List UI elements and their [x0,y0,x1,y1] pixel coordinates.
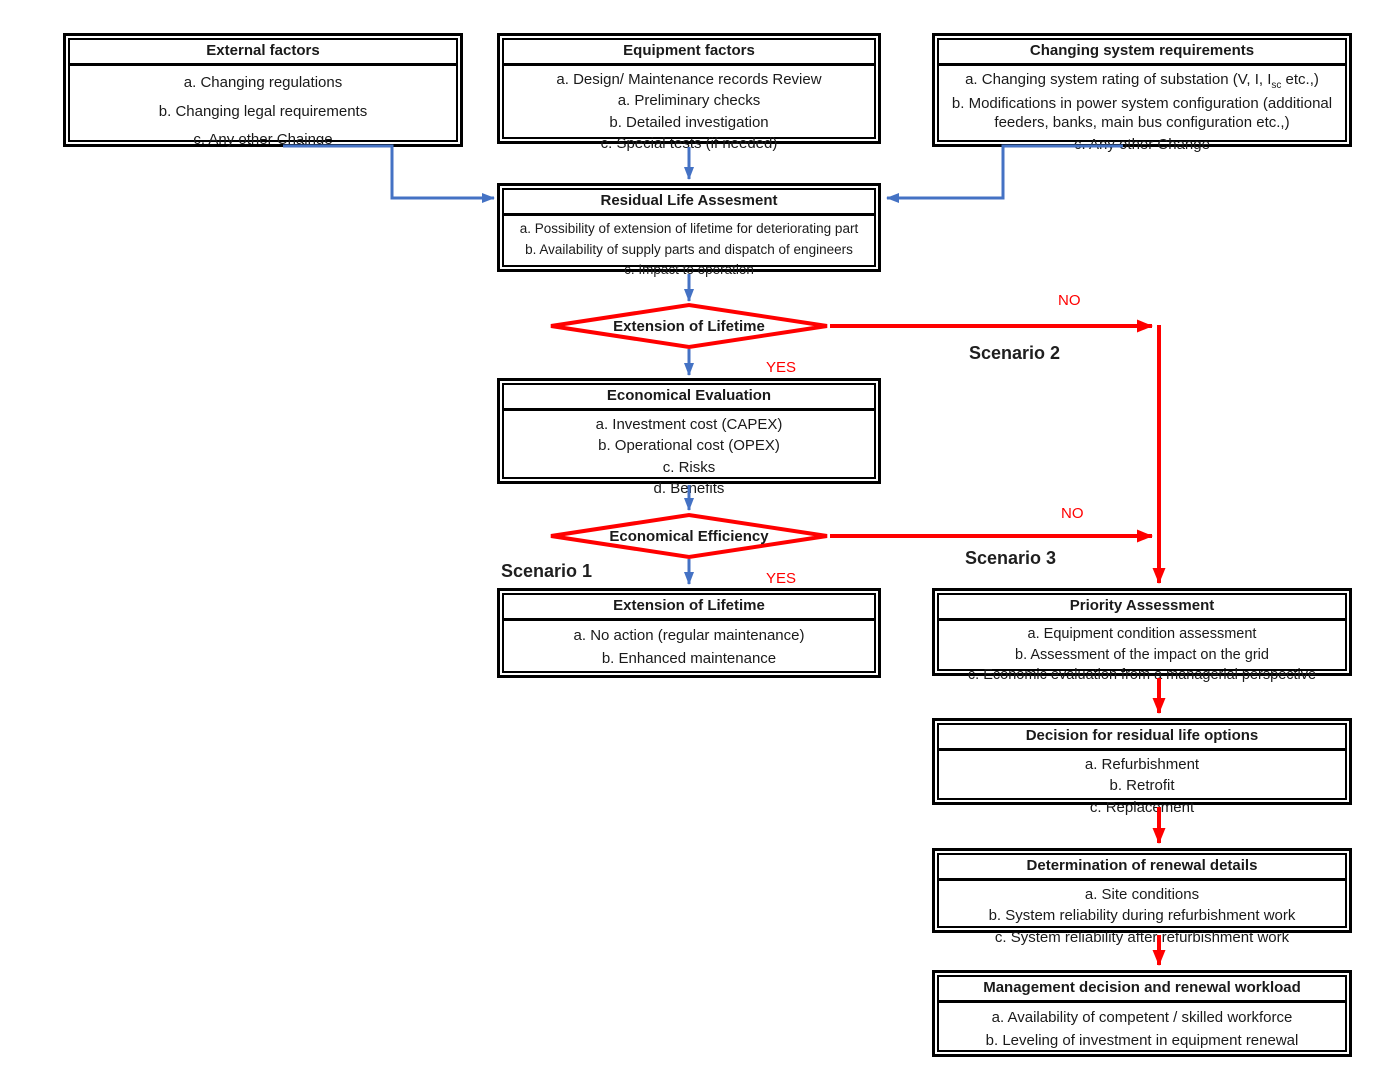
box-decision-residual-life-options: Decision for residual life options a. Re… [932,718,1352,816]
box-item: a. Equipment condition assessment [1027,625,1257,642]
label-yes-efficiency: YES [766,570,797,587]
box-item: c. Replacement [1089,798,1195,816]
label-no-efficiency: NO [1061,505,1084,522]
box-item: b. Enhanced maintenance [601,650,777,668]
box-frame: Determination of renewal details a. Site… [937,853,1347,946]
box-item: b. Operational cost (OPEX) [598,437,780,455]
box-frame: Extension of Lifetime a. No action (regu… [502,593,876,673]
box-equipment-factors: Equipment factors a. Design/ Maintenance… [497,33,881,152]
box-frame: Equipment factors a. Design/ Maintenance… [502,38,876,152]
box-item: a. Site conditions [1084,885,1200,903]
box-body: a. Changing regulations b. Changing legal… [70,66,456,157]
box-frame: Decision for residual life options a. Re… [937,723,1347,816]
box-body: a. No action (regular maintenance) b. Enh… [504,621,874,673]
box-title: Economical Evaluation [504,385,874,411]
box-frame: Economical Evaluation a. Investment cost… [502,383,876,497]
box-priority-assessment: Priority Assessment a. Equipment conditi… [932,588,1352,683]
label-scenario-2: Scenario 2 [969,343,1061,363]
box-body: a. Possibility of extension of lifetime … [504,216,874,283]
box-item: b. Modifications in power system configu… [951,94,1333,132]
diamond-label-extension: Extension of Lifetime [613,317,765,335]
box-title: External factors [70,40,456,66]
diamond-label-efficiency: Economical Efficiency [609,527,769,545]
box-determination-renewal-details: Determination of renewal details a. Site… [932,848,1352,946]
box-item: c. Special tests (if needed) [600,135,778,153]
box-frame: Priority Assessment a. Equipment conditi… [937,593,1347,683]
box-item: c. Impact to operation [624,262,754,278]
box-body: a. Design/ Maintenance records Review a. … [504,66,874,157]
box-title: Decision for residual life options [939,725,1345,751]
box-title: Extension of Lifetime [504,595,874,621]
label-yes-extension: YES [766,359,797,376]
box-item: a. Preliminary checks [617,92,761,110]
box-item: a. Investment cost (CAPEX) [595,415,783,433]
box-item: c. Economic evaluation from a managerial… [967,667,1317,684]
box-item: a. Changing regulations [183,74,343,92]
box-item: c. Risks [662,458,716,476]
box-item: c. Any other Chainge [193,131,333,149]
box-title: Determination of renewal details [939,855,1345,881]
box-title: Changing system requirements [939,40,1345,66]
box-body: a. Changing system rating of substation … [939,66,1345,158]
box-economical-evaluation: Economical Evaluation a. Investment cost… [497,378,881,497]
box-item: a. No action (regular maintenance) [573,626,805,644]
box-item: c. System reliability after refurbishmen… [994,928,1290,946]
box-item: b. Assessment of the impact on the grid [1015,646,1269,663]
box-frame: Changing system requirements a. Changing… [937,38,1347,153]
box-item: b. Retrofit [1109,777,1175,795]
box-item: b. System reliability during refurbishme… [988,907,1296,925]
box-item: a. Changing system rating of substation … [965,70,1319,91]
box-body: a. Site conditions b. System reliability … [939,881,1345,951]
box-body: a. Equipment condition assessment b. Asse… [939,621,1345,689]
box-title: Management decision and renewal workload [939,977,1345,1003]
label-scenario-3: Scenario 3 [965,548,1057,568]
box-item: b. Changing legal requirements [158,102,368,120]
box-item: a. Possibility of extension of lifetime … [519,221,859,237]
box-title: Priority Assessment [939,595,1345,621]
box-item: b. Availability of supply parts and disp… [525,241,853,257]
box-frame: External factors a. Changing regulations… [68,38,458,148]
box-extension-of-lifetime: Extension of Lifetime a. No action (regu… [497,588,881,678]
box-item: d. Benefits [653,480,725,498]
box-item: a. Design/ Maintenance records Review [556,70,822,88]
box-frame: Residual Life Assesment a. Possibility o… [502,188,876,277]
box-item: c. Any other Change [1074,135,1210,153]
box-body: a. Refurbishment b. Retrofit c. Replacemen… [939,751,1345,821]
box-item: a. Availability of competent / skilled w… [991,1008,1293,1026]
box-item: b. Detailed investigation [609,113,769,131]
box-body: a. Availability of competent / skilled w… [939,1003,1345,1055]
box-changing-system-requirements: Changing system requirements a. Changing… [932,33,1352,153]
label-no-extension: NO [1058,292,1081,309]
label-scenario-1: Scenario 1 [501,561,593,581]
box-external-factors: External factors a. Changing regulations… [63,33,463,148]
box-title: Residual Life Assesment [504,190,874,216]
box-residual-life-assessment: Residual Life Assesment a. Possibility o… [497,183,881,277]
box-title: Equipment factors [504,40,874,66]
box-frame: Management decision and renewal workload… [937,975,1347,1052]
box-item: b. Leveling of investment in equipment r… [985,1032,1299,1050]
box-body: a. Investment cost (CAPEX) b. Operational… [504,411,874,502]
box-management-decision: Management decision and renewal workload… [932,970,1352,1057]
box-item: a. Refurbishment [1084,755,1200,773]
